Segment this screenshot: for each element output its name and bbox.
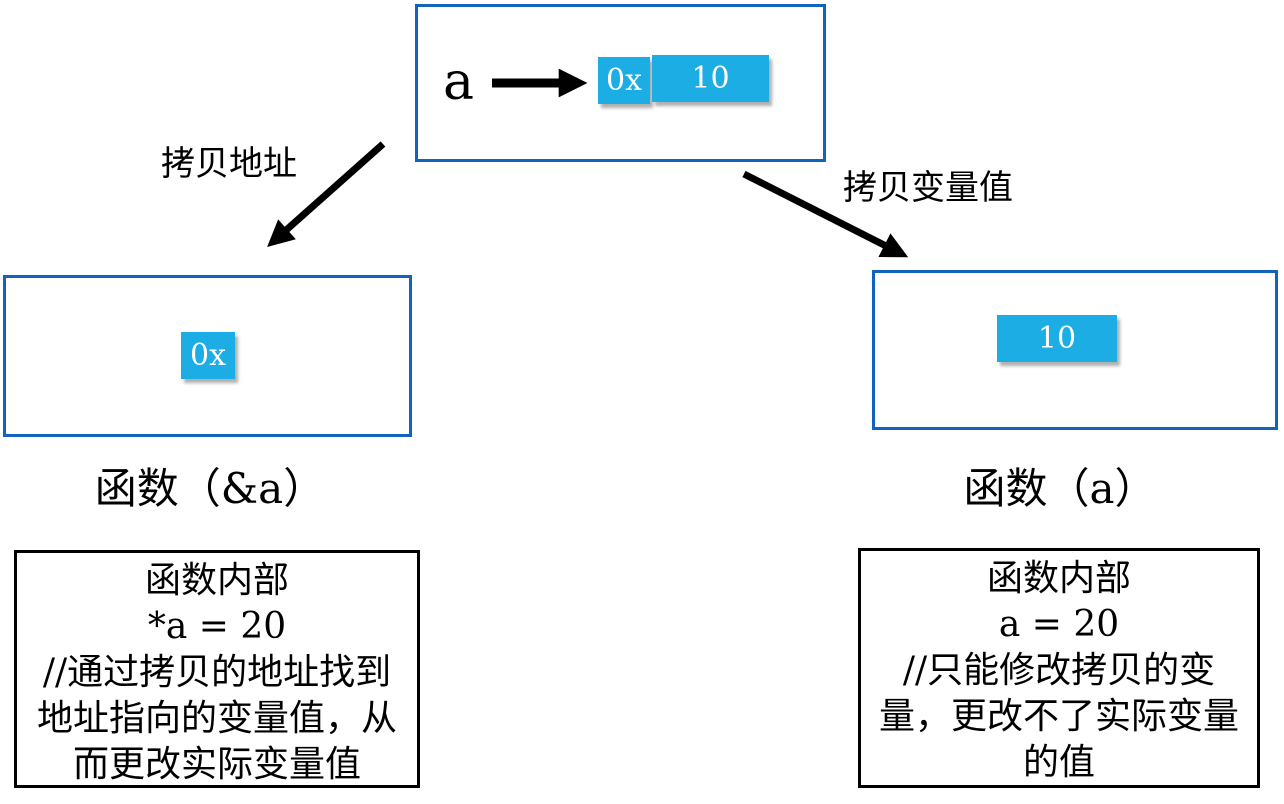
top-value-cell: 10 — [652, 55, 769, 102]
copy-value-label: 拷贝变量值 — [843, 168, 1013, 208]
copy-address-label: 拷贝地址 — [161, 144, 297, 184]
value-explanation-text: 函数内部 a = 20 //只能修改拷贝的变 量，更改不了实际变量 的值 — [878, 558, 1239, 783]
value-explanation-box: 函数内部 a = 20 //只能修改拷贝的变 量，更改不了实际变量 的值 — [858, 548, 1260, 788]
address-copy-cell: 0x — [181, 332, 235, 379]
ref-explanation-text: 函数内部 *a = 20 //通过拷贝的地址找到 地址指向的变量值，从 而更改实… — [36, 560, 397, 785]
variable-a-label: a — [443, 52, 475, 112]
ref-explanation-box: 函数内部 *a = 20 //通过拷贝的地址找到 地址指向的变量值，从 而更改实… — [14, 550, 420, 788]
copy-address-arrow — [267, 141, 386, 248]
function-value-label: 函数（a） — [963, 464, 1157, 513]
value-copy-cell: 10 — [997, 315, 1117, 362]
function-ref-label: 函数（&a） — [94, 464, 326, 513]
top-address-cell: 0x — [598, 57, 650, 104]
